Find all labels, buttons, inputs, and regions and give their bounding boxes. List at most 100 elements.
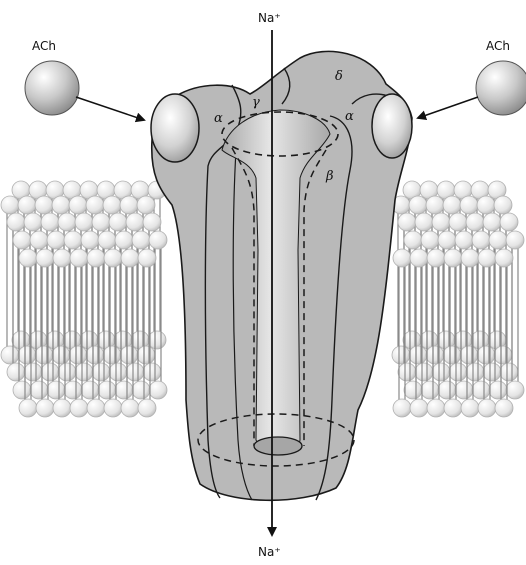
lipid-head xyxy=(410,249,428,267)
lipid-head xyxy=(75,363,93,381)
lipid-head xyxy=(92,363,110,381)
lipid-head xyxy=(466,213,484,231)
lipid-head xyxy=(410,399,428,417)
lipid-head xyxy=(489,231,507,249)
lipid-head xyxy=(132,381,150,399)
ach-label-right: ACh xyxy=(486,39,510,53)
lipid-head xyxy=(138,399,156,417)
lipid-head xyxy=(7,363,25,381)
lipid-head xyxy=(438,231,456,249)
lipid-head xyxy=(70,249,88,267)
lipid-head xyxy=(109,213,127,231)
lipid-head xyxy=(53,399,71,417)
ach-binding-site-right xyxy=(372,94,412,158)
lipid-head xyxy=(483,213,501,231)
lipid-head xyxy=(18,196,36,214)
lipid-head xyxy=(404,231,422,249)
lipid-head xyxy=(415,363,433,381)
lipid-head xyxy=(41,213,59,231)
lipid-head xyxy=(35,196,53,214)
lipid-head xyxy=(444,399,462,417)
lipid-head xyxy=(120,346,138,364)
lipid-head xyxy=(393,399,411,417)
lipid-head xyxy=(455,381,473,399)
lipid-head xyxy=(103,196,121,214)
lipid-head xyxy=(86,346,104,364)
lipid-head xyxy=(121,399,139,417)
lipid-head xyxy=(506,231,524,249)
lipid-head xyxy=(478,399,496,417)
ach-label-left: ACh xyxy=(32,39,56,53)
lipid-head xyxy=(30,381,48,399)
lipid-head xyxy=(137,346,155,364)
lipid-head xyxy=(443,196,461,214)
pore-exit xyxy=(254,437,302,455)
lipid-head xyxy=(143,213,161,231)
lipid-head xyxy=(30,231,48,249)
lipid-head xyxy=(52,196,70,214)
lipid-head xyxy=(35,346,53,364)
lipid-head xyxy=(427,399,445,417)
lipid-head xyxy=(495,399,513,417)
lipid-head xyxy=(132,231,150,249)
lipid-head xyxy=(449,213,467,231)
lipid-head xyxy=(460,346,478,364)
lipid-head xyxy=(53,249,71,267)
lipid-head xyxy=(426,196,444,214)
lipid-head xyxy=(13,231,31,249)
lipid-head xyxy=(500,363,518,381)
lipid-head xyxy=(103,346,121,364)
lipid-head xyxy=(86,196,104,214)
sodium-label-top: Na⁺ xyxy=(258,11,281,25)
subunit-label-beta: β xyxy=(325,169,334,184)
lipid-head xyxy=(41,363,59,381)
lipid-head xyxy=(1,346,19,364)
lipid-head xyxy=(393,249,411,267)
lipid-head xyxy=(36,249,54,267)
lipid-head xyxy=(460,196,478,214)
ach-arrow-right xyxy=(418,97,478,118)
lipid-head xyxy=(24,363,42,381)
lipid-head xyxy=(19,249,37,267)
lipid-head xyxy=(98,231,116,249)
lipid-head xyxy=(98,381,116,399)
ach-arrow-left xyxy=(76,97,144,120)
lipid-head xyxy=(81,231,99,249)
lipid-head xyxy=(149,381,167,399)
lipid-head xyxy=(148,331,166,349)
lipid-head xyxy=(137,196,155,214)
lipid-head xyxy=(64,231,82,249)
lipid-head xyxy=(438,381,456,399)
lipid-head xyxy=(58,213,76,231)
lipid-head xyxy=(500,213,518,231)
lipid-head xyxy=(120,196,138,214)
lipid-head xyxy=(494,346,512,364)
lipid-head xyxy=(466,363,484,381)
lipid-head xyxy=(443,346,461,364)
lipid-head xyxy=(489,381,507,399)
lipid-head xyxy=(36,399,54,417)
lipid-head xyxy=(1,196,19,214)
lipid-head xyxy=(495,249,513,267)
lipid-head xyxy=(126,213,144,231)
lipid-head xyxy=(69,196,87,214)
lipid-head xyxy=(449,363,467,381)
lipid-head xyxy=(24,213,42,231)
lipid-head xyxy=(494,196,512,214)
lipid-head xyxy=(432,363,450,381)
lipid-head xyxy=(478,249,496,267)
receptor-protein: α γ δ α β xyxy=(151,51,412,500)
lipid-head xyxy=(421,381,439,399)
lipid-head xyxy=(115,231,133,249)
lipid-head xyxy=(421,231,439,249)
lipid-head xyxy=(461,249,479,267)
lipid-head xyxy=(404,381,422,399)
ach-molecule-right xyxy=(476,61,526,115)
subunit-label-delta: δ xyxy=(335,69,343,84)
lipid-head xyxy=(427,249,445,267)
subunit-label-gamma: γ xyxy=(252,95,260,110)
lipid-head xyxy=(13,381,31,399)
lipid-head xyxy=(506,381,524,399)
